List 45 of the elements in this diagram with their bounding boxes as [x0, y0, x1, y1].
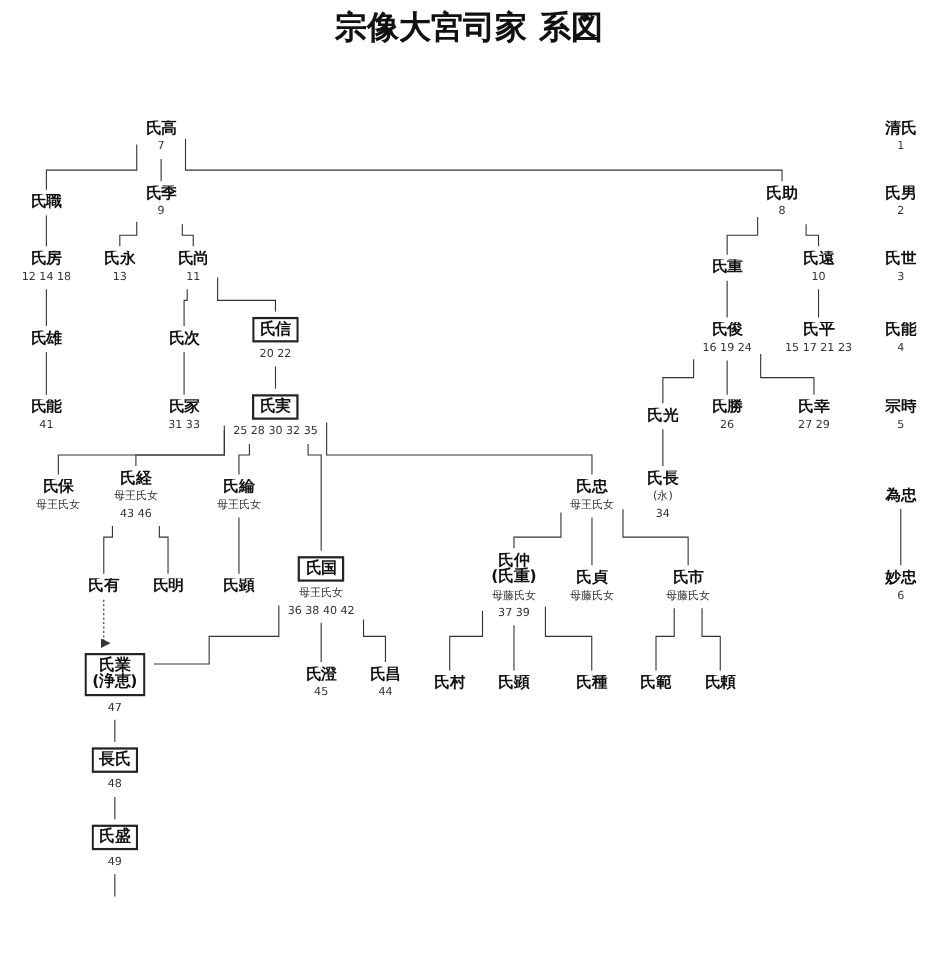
connector — [103, 525, 113, 575]
connector — [805, 223, 820, 247]
connector — [817, 288, 820, 319]
connector — [114, 796, 116, 820]
connector — [655, 607, 675, 672]
connector — [160, 158, 162, 182]
connector — [45, 351, 47, 396]
connector — [45, 288, 47, 327]
connector — [158, 525, 169, 575]
connector — [662, 358, 695, 404]
connector — [153, 604, 280, 665]
connector — [274, 366, 277, 390]
connector — [362, 618, 386, 663]
connector — [544, 606, 593, 672]
connector — [238, 443, 250, 476]
connector — [320, 622, 322, 663]
connector — [45, 215, 47, 247]
arrow — [100, 599, 111, 648]
connector — [513, 624, 515, 672]
connector — [326, 422, 593, 476]
connector — [591, 517, 593, 566]
connector — [45, 143, 138, 191]
connector — [307, 443, 322, 552]
connector — [726, 280, 728, 319]
connector — [701, 607, 721, 672]
connector — [183, 351, 185, 396]
connector — [114, 719, 116, 743]
connector — [57, 424, 225, 476]
connector — [184, 138, 783, 182]
connector — [114, 873, 116, 897]
connector — [900, 508, 902, 566]
connector — [726, 359, 728, 396]
connector — [181, 223, 194, 247]
title: 宗像大宮司家 系図 — [335, 8, 603, 50]
connector — [513, 511, 562, 549]
connector — [622, 508, 689, 566]
connector — [238, 517, 240, 575]
connector — [119, 221, 138, 247]
connector — [726, 216, 759, 256]
connector — [135, 429, 225, 467]
connector — [449, 610, 484, 672]
connector — [662, 428, 664, 467]
connector — [760, 353, 815, 396]
connector — [217, 276, 277, 312]
connector — [183, 288, 188, 327]
